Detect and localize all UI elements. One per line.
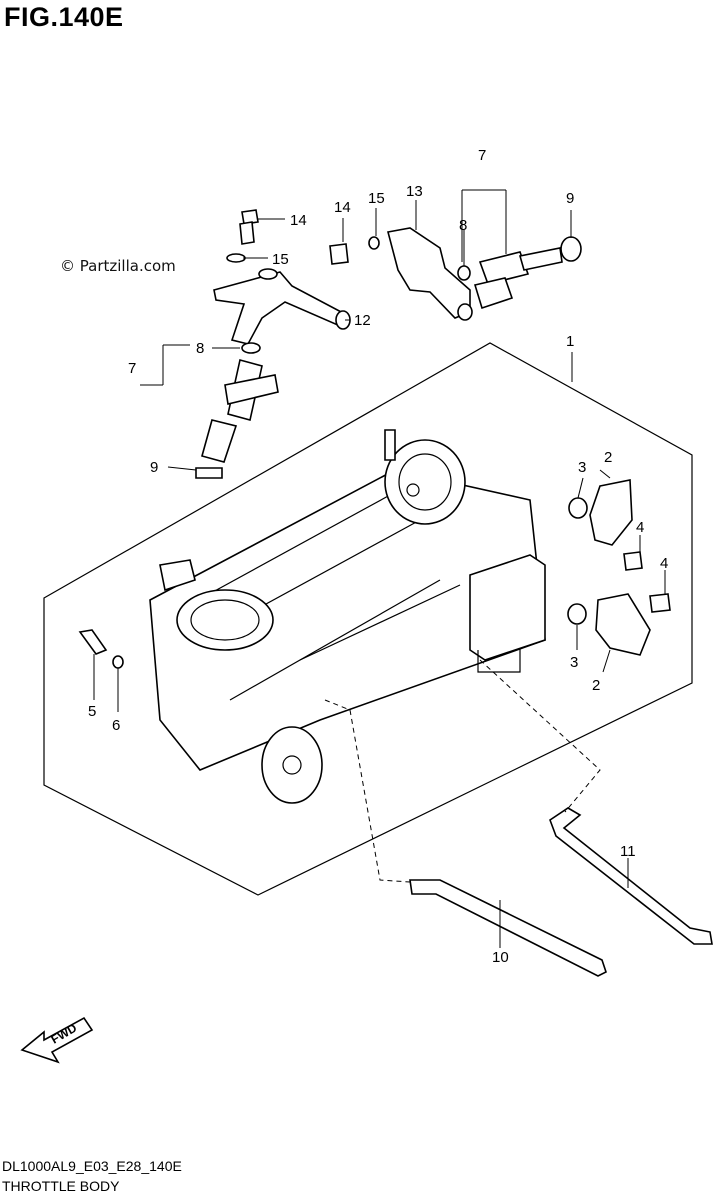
- assembly-boundary: [43, 342, 693, 896]
- callout-10: 10: [492, 949, 509, 966]
- hose-11[interactable]: [549, 807, 713, 945]
- callout-2-lower: 2: [592, 677, 600, 694]
- throttle-body-main[interactable]: [149, 429, 546, 804]
- callout-7-left: 7: [128, 360, 136, 377]
- callout-5: 5: [88, 703, 96, 720]
- sensor-lower[interactable]: [595, 593, 651, 656]
- callout-14-right: 14: [334, 199, 351, 216]
- figure-caption: THROTTLE BODY: [2, 1178, 120, 1194]
- callout-6: 6: [112, 717, 120, 734]
- callout-11: 11: [620, 843, 636, 860]
- screw-upper[interactable]: [623, 551, 643, 571]
- fuel-delivery-pipe-right[interactable]: [387, 227, 473, 321]
- leader-lines: [93, 189, 666, 948]
- o-ring-sensor-lower[interactable]: [567, 603, 587, 625]
- callout-1: 1: [566, 333, 574, 350]
- forward-direction-badge: FWD: [20, 1016, 94, 1064]
- callout-9-right: 9: [566, 190, 574, 207]
- hose-10[interactable]: [409, 879, 607, 977]
- callout-7-right: 7: [478, 147, 486, 164]
- screw-small[interactable]: [78, 629, 108, 655]
- callout-3-lower: 3: [570, 654, 578, 671]
- washer-right[interactable]: [368, 236, 380, 250]
- callout-15-right: 15: [368, 190, 385, 207]
- bolt-right[interactable]: [329, 243, 349, 265]
- washer-small[interactable]: [112, 655, 124, 669]
- figure-title: FIG.140E: [4, 2, 124, 32]
- o-ring-left[interactable]: [241, 342, 261, 354]
- fuel-injector-left[interactable]: [195, 359, 279, 479]
- fuel-delivery-pipe-left[interactable]: [213, 268, 351, 345]
- callout-12: 12: [354, 312, 371, 329]
- o-ring-right[interactable]: [457, 265, 471, 281]
- callout-8-left: 8: [196, 340, 204, 357]
- callout-2-upper: 2: [604, 449, 612, 466]
- o-ring-sensor-upper[interactable]: [568, 497, 588, 519]
- callout-15-left: 15: [272, 251, 289, 268]
- screw-lower[interactable]: [649, 593, 671, 613]
- hose-routing-line-11: [479, 659, 601, 813]
- callout-14-left: 14: [290, 212, 307, 229]
- callout-4-upper: 4: [636, 519, 644, 536]
- washer-left[interactable]: [226, 253, 246, 263]
- fuel-injector-right[interactable]: [473, 247, 563, 310]
- sensor-upper[interactable]: [589, 479, 633, 546]
- figure-code: DL1000AL9_E03_E28_140E: [2, 1158, 182, 1174]
- hose-routing-line-10: [324, 699, 411, 883]
- watermark-text: © Partzilla.com: [60, 257, 176, 275]
- bolt-left[interactable]: [239, 209, 259, 245]
- callout-4-lower: 4: [660, 555, 668, 572]
- callout-13: 13: [406, 183, 423, 200]
- cushion-right[interactable]: [560, 236, 582, 262]
- callout-8-right: 8: [459, 217, 467, 234]
- callout-9-left: 9: [150, 459, 158, 476]
- callout-3-upper: 3: [578, 459, 586, 476]
